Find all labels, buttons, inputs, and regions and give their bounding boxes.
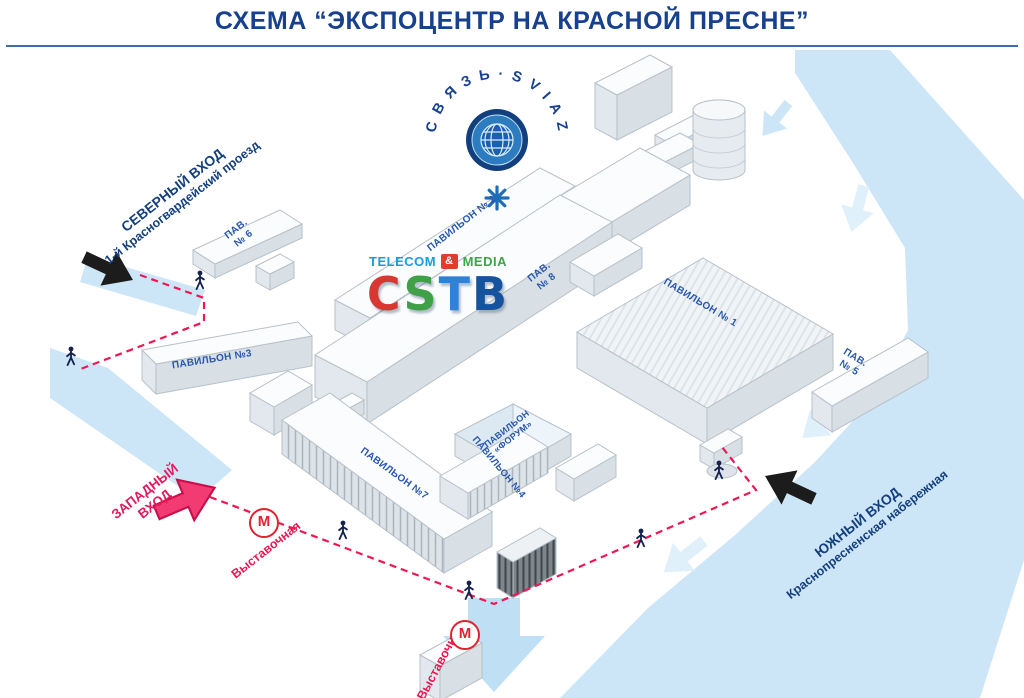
globe-icon (466, 109, 528, 171)
buildings (140, 54, 929, 698)
cstb-letter-b: B (472, 267, 510, 321)
metro-sign-south: М (450, 620, 480, 650)
cstb-letters: CSTB (350, 271, 526, 317)
cstb-letter-c: C (366, 267, 404, 321)
telecom-text: TELECOM (369, 254, 437, 269)
cstb-letter-t: T (438, 267, 473, 321)
sviaz-logo: С В Я З Ь · S V I A Z (423, 66, 569, 211)
expocentre-snowflake-icon (484, 185, 510, 211)
media-text: MEDIA (462, 254, 507, 269)
metro-sign-west: М (249, 508, 279, 538)
title-divider (6, 45, 1018, 47)
cstb-logo: TELECOM & MEDIA CSTB (350, 254, 526, 317)
cstb-letter-s: S (403, 267, 439, 321)
page-title: СХЕМА “ЭКСПОЦЕНТР НА КРАСНОЙ ПРЕСНЕ” (214, 7, 810, 35)
visitor-route (77, 273, 758, 606)
ampersand-badge: & (441, 254, 458, 269)
river-band (560, 50, 1024, 698)
